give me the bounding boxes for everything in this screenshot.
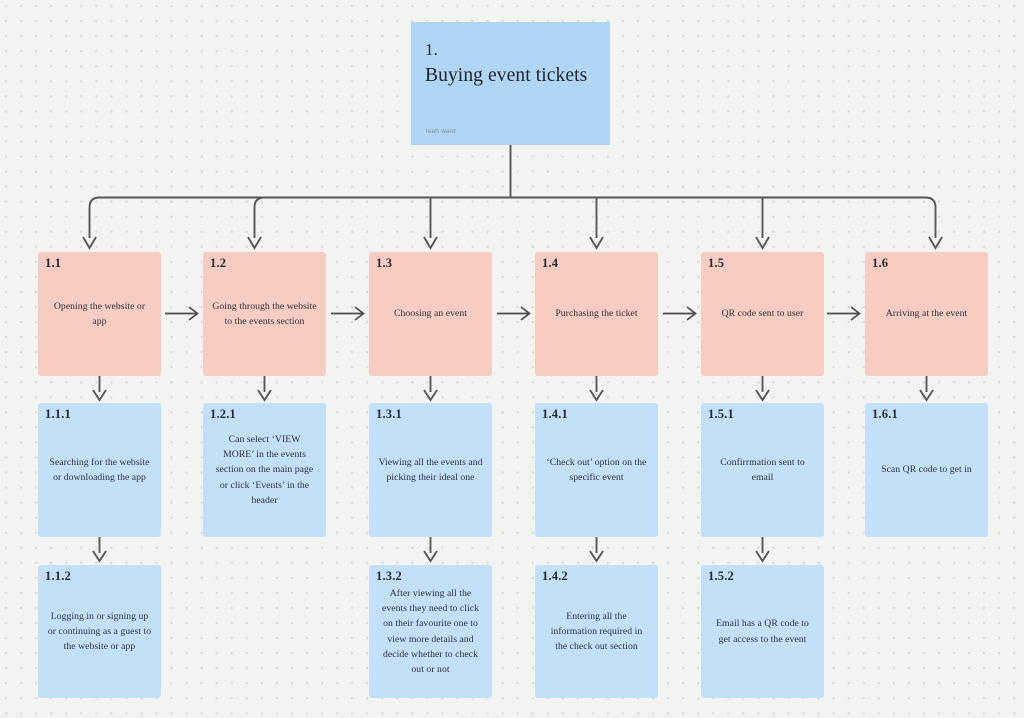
arrowhead-b5 [755, 389, 770, 402]
substep-id: 1.6.1 [872, 407, 898, 421]
substep-box-1.2.1[interactable]: 1.2.1 Can select ‘VIEW MORE’ in the even… [203, 403, 326, 537]
title-card-title: Buying event tickets [425, 64, 588, 86]
arrowhead-1.3 [423, 236, 438, 250]
arrowhead-1.2 [247, 236, 262, 250]
substep-text: Scan QR code to get in [881, 464, 972, 476]
arrowhead-b1 [92, 389, 107, 402]
branch-1.1 [88, 196, 100, 238]
stage-id: 1.1 [45, 256, 62, 270]
branch-1.6 [925, 196, 937, 238]
substep-text: ‘Check out’ option on the specific event [546, 456, 647, 483]
substep-text: Logging in or signing up or continuing a… [47, 610, 152, 653]
stage-text: Purchasing the ticket [555, 308, 638, 320]
arrowhead-b6 [919, 389, 934, 402]
arrowhead-c1 [92, 550, 107, 563]
arrowhead-b3 [423, 389, 438, 402]
substep-box-1.1.2[interactable]: 1.1.2 Logging in or signing up or contin… [38, 565, 161, 698]
arrowhead-a1 [188, 306, 199, 321]
arrowhead-1.5 [755, 236, 770, 250]
substep-text: After viewing all the events they need t… [381, 588, 479, 675]
arrowhead-a3 [520, 306, 531, 321]
title-card-number: 1. [425, 40, 438, 59]
substep-box-1.6.1[interactable]: 1.6.1 Scan QR code to get in [865, 403, 988, 537]
substep-text: Confirrmation sent to email [720, 456, 805, 483]
stage-text: Opening the website or app [53, 300, 146, 327]
stage-box-1.2[interactable]: 1.2 Going through the website to the eve… [203, 252, 326, 376]
substep-box-1.3.2[interactable]: 1.3.2 After viewing all the events they … [369, 565, 492, 698]
arrowhead-a4 [686, 306, 697, 321]
substep-text: Entering all the information required in… [550, 610, 643, 653]
substep-box-1.4.2[interactable]: 1.4.2 Entering all the information requi… [535, 565, 658, 698]
stage-id: 1.6 [872, 256, 889, 270]
substep-text: Email has a QR code to get access to the… [716, 618, 809, 645]
arrowhead-b2 [257, 389, 272, 402]
substep-text: Searching for the website or downloading… [49, 456, 150, 483]
substep-box-1.5.1[interactable]: 1.5.1 Confirrmation sent to email [701, 403, 824, 537]
stage-text: QR code sent to user [721, 308, 804, 320]
substep-id: 1.2.1 [210, 407, 236, 421]
substep-box-1.3.1[interactable]: 1.3.1 Viewing all the events and picking… [369, 403, 492, 537]
substep-text: Viewing all the events and picking their… [378, 456, 483, 483]
substep-box-1.4.1[interactable]: 1.4.1 ‘Check out’ option on the specific… [535, 403, 658, 537]
substep-text: Can select ‘VIEW MORE’ in the events sec… [215, 434, 314, 506]
stage-text: Going through the website to the events … [212, 300, 317, 327]
substep-box-1.1.1[interactable]: 1.1.1 Searching for the website or downl… [38, 403, 161, 537]
arrowhead-c3 [589, 550, 604, 563]
title-card-author: leah ward [426, 128, 456, 135]
arrowhead-1.1 [82, 236, 97, 250]
stage-box-1.5[interactable]: 1.5 QR code sent to user [701, 252, 824, 376]
substep-id: 1.5.2 [708, 569, 734, 583]
stage-id: 1.4 [542, 256, 559, 270]
substep-id: 1.3.1 [376, 407, 402, 421]
stage-id: 1.5 [708, 256, 725, 270]
stage-id: 1.3 [376, 256, 393, 270]
substep-id: 1.1.1 [45, 407, 71, 421]
substep-id: 1.5.1 [708, 407, 734, 421]
arrowhead-1.4 [589, 236, 604, 250]
arrowhead-1.1-to-1.2 [159, 307, 198, 320]
substep-box-1.5.2[interactable]: 1.5.2 Email has a QR code to get access … [701, 565, 824, 698]
substep-id: 1.1.2 [45, 569, 71, 583]
arrowhead-c4 [755, 550, 770, 563]
title-card[interactable]: 1. Buying event tickets leah ward [411, 22, 610, 145]
stage-text: Choosing an event [394, 308, 467, 320]
arrowhead-a2 [354, 306, 365, 321]
stage-box-1.4[interactable]: 1.4 Purchasing the ticket [535, 252, 658, 376]
stage-box-1.6[interactable]: 1.6 Arriving at the event [865, 252, 988, 376]
substep-id: 1.4.1 [542, 407, 568, 421]
arrowhead-1.6 [928, 236, 943, 250]
stage-box-1.3[interactable]: 1.3 Choosing an event [369, 252, 492, 376]
substep-id: 1.3.2 [376, 569, 402, 583]
branch-1.2 [253, 196, 265, 238]
substep-id: 1.4.2 [542, 569, 568, 583]
arrowhead-b4 [589, 389, 604, 402]
stage-box-1.1[interactable]: 1.1 Opening the website or app [38, 252, 161, 376]
arrowhead-a5 [850, 306, 861, 321]
arrowhead-c2 [423, 550, 438, 563]
stage-id: 1.2 [210, 256, 227, 270]
stage-text: Arriving at the event [885, 308, 968, 320]
